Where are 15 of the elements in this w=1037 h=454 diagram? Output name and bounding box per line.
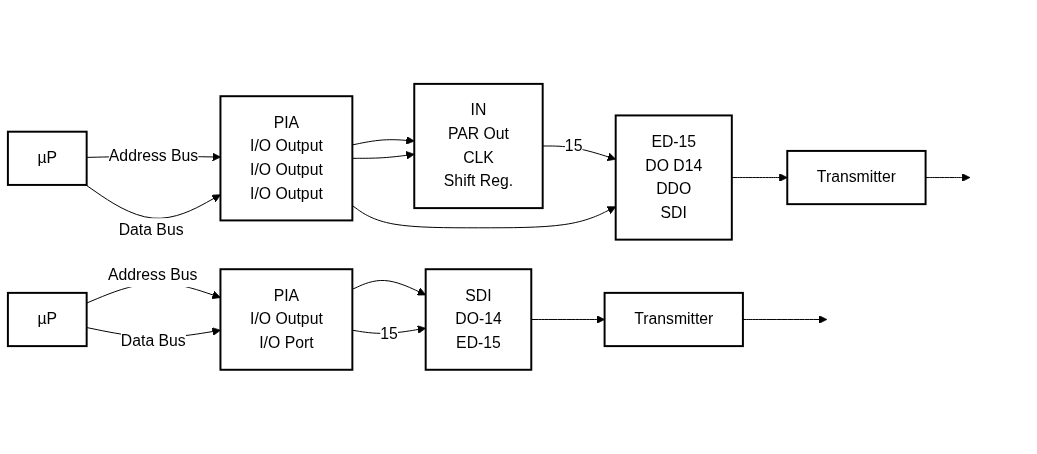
- edge-label: Address Bus: [107, 266, 198, 284]
- node-box: ED-15 DO D14 DDO SDI: [614, 114, 733, 241]
- node-box: PIA I/O Output I/O Output I/O Output: [219, 95, 354, 222]
- edge-label: 15: [380, 325, 398, 343]
- edge-label: 15: [564, 137, 583, 155]
- edge-label: Data Bus: [120, 332, 186, 350]
- node-box: IN PAR Out CLK Shift Reg.: [413, 83, 544, 210]
- edge-label: Data Bus: [118, 221, 184, 239]
- node-box: SDI DO-14 ED-15: [424, 268, 533, 371]
- node-box: µP: [6, 130, 88, 187]
- node-box: µP: [6, 292, 88, 348]
- node-box: Transmitter: [786, 150, 927, 206]
- node-box: Transmitter: [603, 292, 744, 348]
- node-box: PIA I/O Output I/O Port: [219, 268, 354, 371]
- edge-label: Address Bus: [108, 147, 199, 164]
